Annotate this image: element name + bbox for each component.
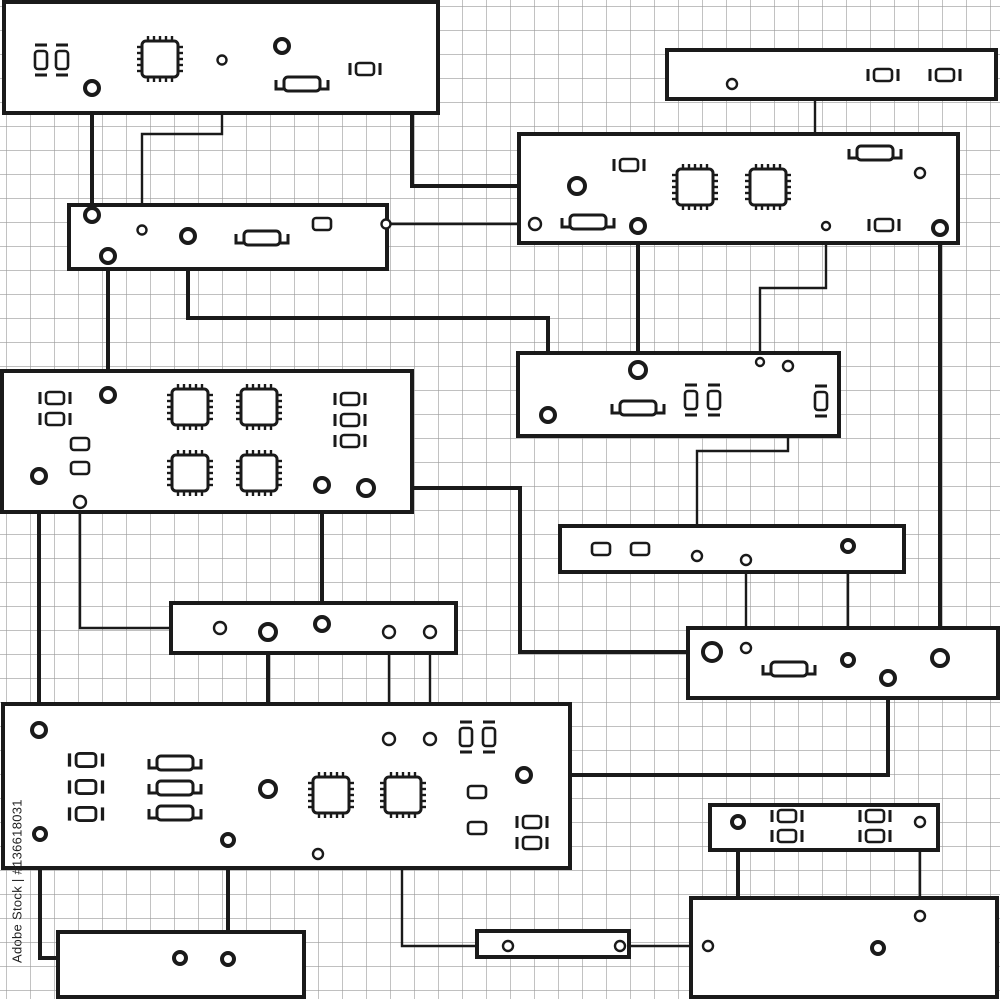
microchip-icon (235, 449, 283, 497)
resistor-icon (147, 804, 203, 822)
via-pad-icon (567, 176, 587, 196)
board (56, 930, 306, 999)
watermark-text: Adobe Stock | #136618031 (9, 799, 25, 963)
microchip-icon (235, 383, 283, 431)
resistor-icon (761, 660, 817, 678)
via-pad-icon (381, 731, 397, 747)
board (475, 929, 631, 959)
via-pad-icon (879, 669, 897, 687)
via-pad-icon (258, 622, 278, 642)
smd-pad-icon (311, 216, 333, 232)
via-pad-icon (273, 37, 291, 55)
via-pad-icon (690, 549, 704, 563)
smd-pad-icon (590, 541, 612, 557)
microchip-icon (136, 35, 184, 83)
via-pad-icon (725, 77, 739, 91)
via-pad-icon (172, 950, 188, 966)
via-pad-icon (380, 218, 392, 230)
via-pad-icon (840, 652, 856, 668)
via-pad-icon (840, 538, 856, 554)
board (708, 803, 940, 852)
resistor-icon (847, 144, 903, 162)
via-pad-icon (739, 553, 753, 567)
smd-pad-icon (466, 784, 488, 800)
via-pad-icon (422, 624, 438, 640)
via-pad-icon (870, 940, 886, 956)
via-pad-icon (311, 847, 325, 861)
via-pad-icon (820, 220, 832, 232)
via-pad-icon (99, 386, 117, 404)
resistor-icon (147, 754, 203, 772)
resistor-icon (610, 399, 666, 417)
via-pad-icon (739, 641, 753, 655)
microchip-icon (379, 771, 427, 819)
smd-pad-icon (629, 541, 651, 557)
microchip-icon (166, 449, 214, 497)
trace (758, 226, 828, 362)
via-pad-icon (83, 79, 101, 97)
resistor-icon (234, 229, 290, 247)
microchip-icon (671, 163, 719, 211)
via-pad-icon (30, 467, 48, 485)
via-pad-icon (212, 620, 228, 636)
trace (524, 678, 890, 777)
via-pads (30, 37, 950, 967)
resistor-icon (147, 779, 203, 797)
via-pad-icon (313, 476, 331, 494)
via-pad-icon (356, 478, 376, 498)
via-pad-icon (32, 826, 48, 842)
via-pad-icon (629, 217, 647, 235)
microchip-icon (166, 383, 214, 431)
via-pad-icon (930, 648, 950, 668)
resistor-icon (274, 75, 330, 93)
board (689, 896, 999, 999)
via-pad-icon (136, 224, 148, 236)
via-pad-icon (781, 359, 795, 373)
via-pad-icon (216, 54, 228, 66)
via-pad-icon (701, 939, 715, 953)
via-pad-icon (913, 166, 927, 180)
smd-pad-icon (466, 820, 488, 836)
via-pad-icon (527, 216, 543, 232)
stock-watermark: Adobe Stock | #136618031 (2, 766, 32, 996)
via-pad-icon (931, 219, 949, 237)
via-pad-icon (701, 641, 723, 663)
via-pad-icon (730, 814, 746, 830)
via-pad-icon (381, 624, 397, 640)
board (67, 203, 389, 271)
via-pad-icon (754, 356, 766, 368)
via-pad-icon (83, 206, 101, 224)
smd-pad-icon (69, 460, 91, 476)
via-pad-icon (30, 721, 48, 739)
microchip-icon (307, 771, 355, 819)
board (558, 524, 906, 574)
microchip-icon (744, 163, 792, 211)
via-pad-icon (220, 951, 236, 967)
smd-pad-icon (69, 436, 91, 452)
via-pad-icon (913, 815, 927, 829)
via-pad-icon (628, 360, 648, 380)
via-pad-icon (501, 939, 515, 953)
via-pad-icon (179, 227, 197, 245)
via-pad-icon (422, 731, 438, 747)
via-pad-icon (72, 494, 88, 510)
via-pad-icon (515, 766, 533, 784)
via-pad-icon (913, 909, 927, 923)
via-pad-icon (539, 406, 557, 424)
via-pad-icon (99, 247, 117, 265)
via-pad-icon (313, 615, 331, 633)
via-pad-icon (258, 779, 278, 799)
trace (366, 486, 712, 654)
via-pad-icon (220, 832, 236, 848)
resistor-icon (560, 213, 616, 231)
via-pad-icon (613, 939, 627, 953)
